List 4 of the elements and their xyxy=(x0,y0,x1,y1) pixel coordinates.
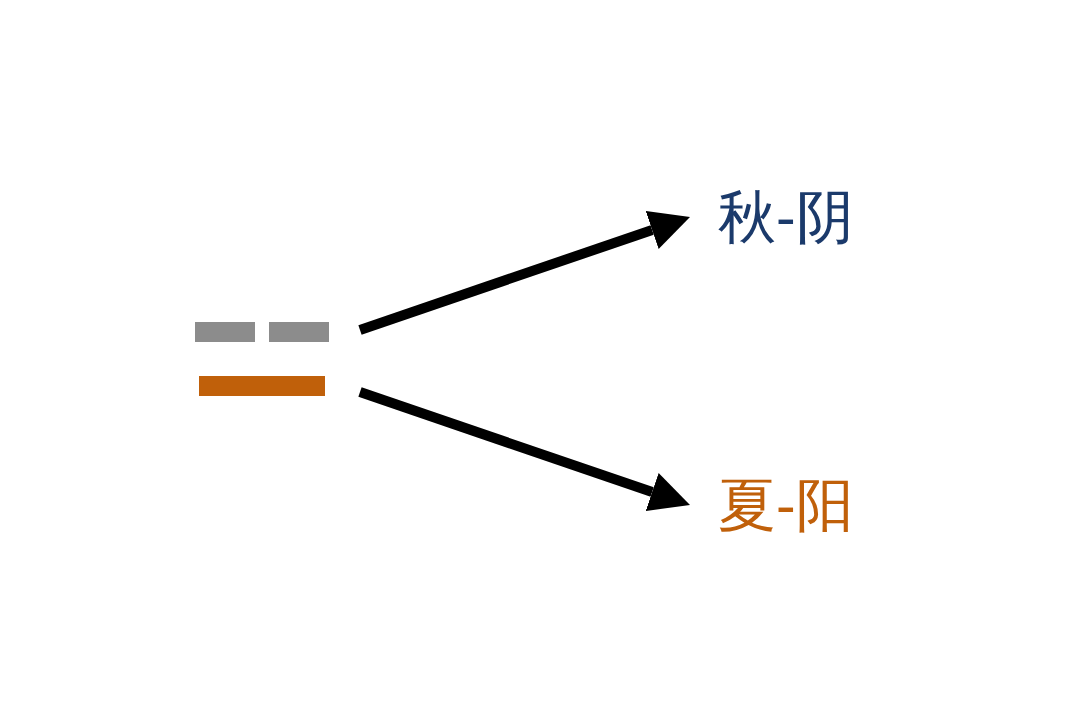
arrow xyxy=(358,211,690,335)
node-label: 秋-阴 xyxy=(718,188,854,246)
node-label: 夏-阳 xyxy=(718,476,854,534)
arrow xyxy=(358,387,690,511)
